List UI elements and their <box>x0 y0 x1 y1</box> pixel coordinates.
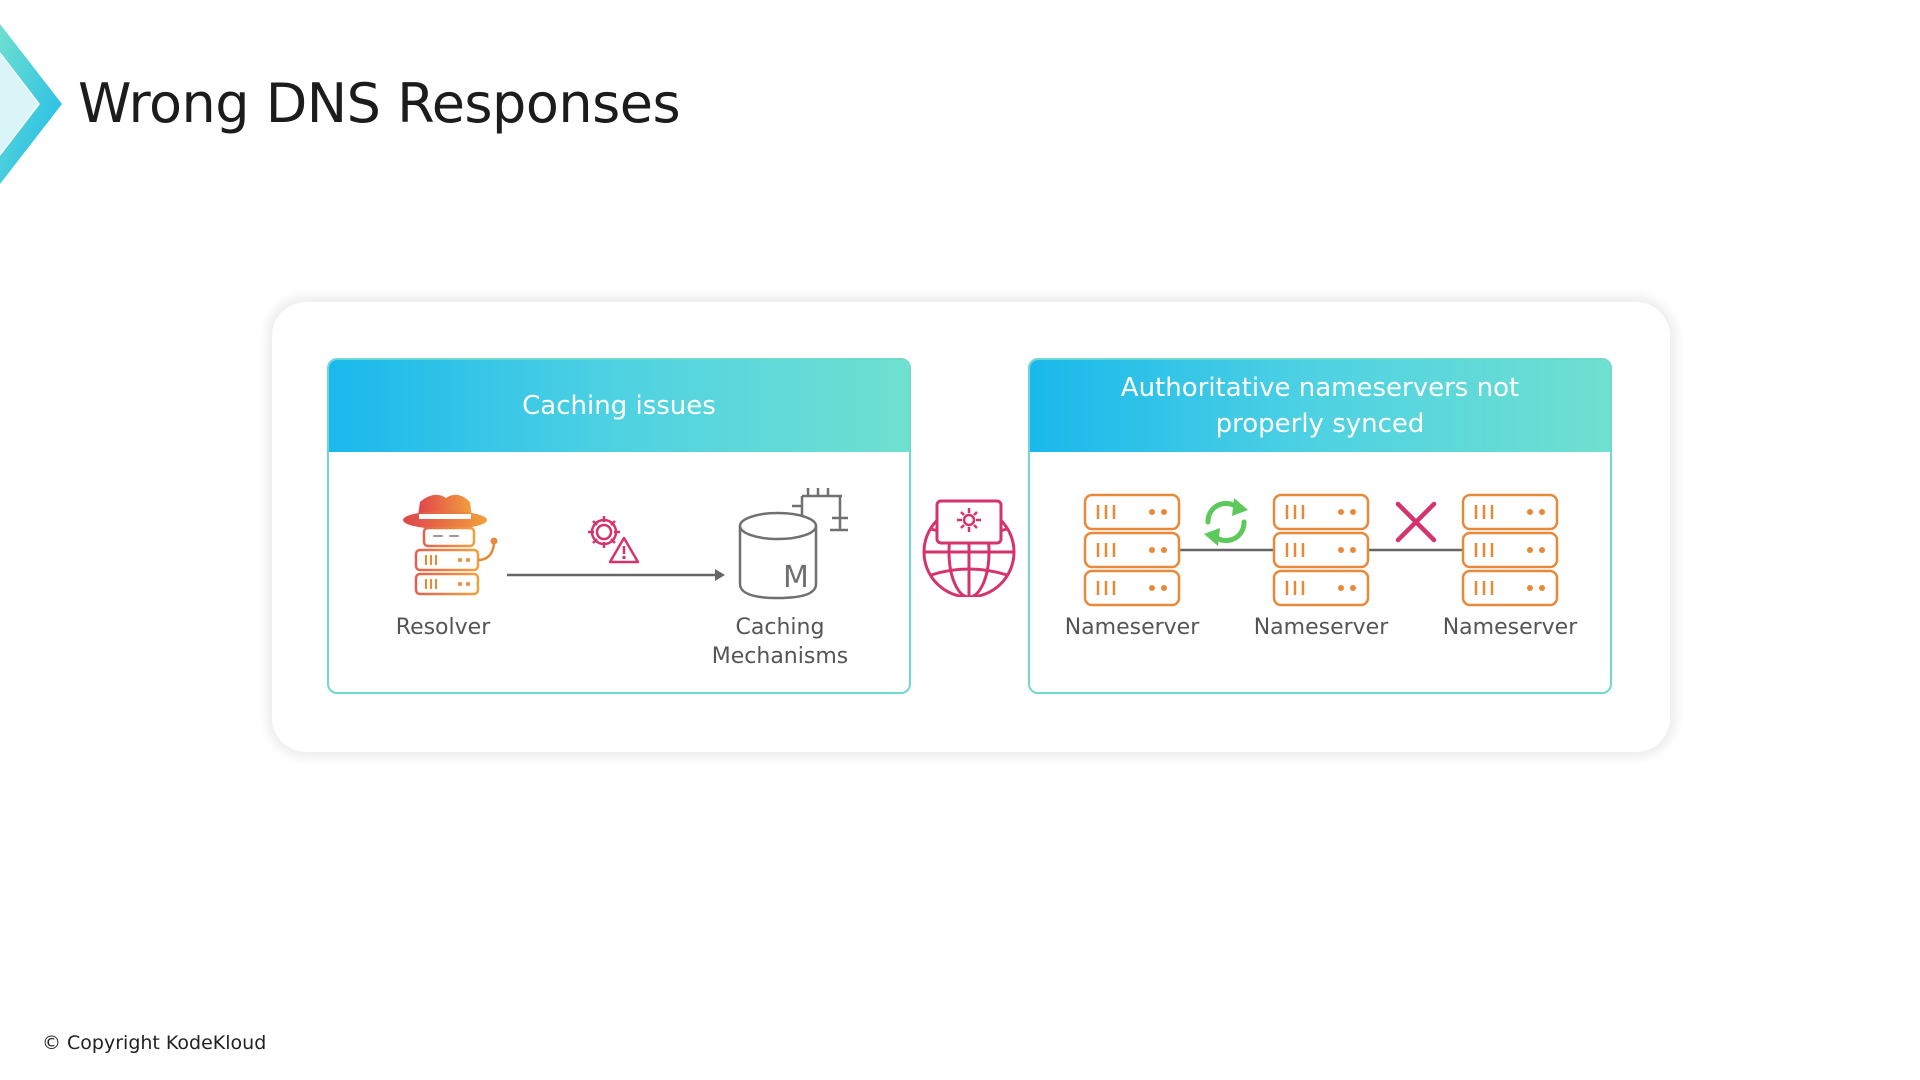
globe-monitor-icon <box>922 499 1016 597</box>
copyright-notice: © Copyright KodeKloud <box>42 1032 267 1054</box>
cache-letter: M <box>783 560 809 595</box>
caching-label-line1: Caching <box>735 615 825 640</box>
server-icon <box>1461 493 1559 607</box>
caching-mechanisms-label: Caching Mechanisms <box>700 613 860 671</box>
caching-label-line2: Mechanisms <box>711 644 849 669</box>
nameserver-label-1: Nameserver <box>1064 615 1200 640</box>
hacker-hat-icon <box>403 494 498 596</box>
chip-icon <box>792 488 848 532</box>
nameserver-label-2: Nameserver <box>1253 615 1389 640</box>
page-title: Wrong DNS Responses <box>78 72 681 135</box>
nameservers-header: Authoritative nameservers not properly s… <box>1030 360 1610 452</box>
gear-warning-icon <box>588 516 640 564</box>
caching-issues-header: Caching issues <box>329 360 909 452</box>
server-icon <box>1272 493 1370 607</box>
database-icon <box>738 488 848 600</box>
resolver-label: Resolver <box>395 615 491 640</box>
request-arrow <box>507 569 725 581</box>
logo-chevron-icon <box>0 24 62 184</box>
cross-icon <box>1395 501 1437 543</box>
nameserver-label-3: Nameserver <box>1442 615 1578 640</box>
sync-icon <box>1204 498 1248 546</box>
server-icon <box>1083 493 1181 607</box>
